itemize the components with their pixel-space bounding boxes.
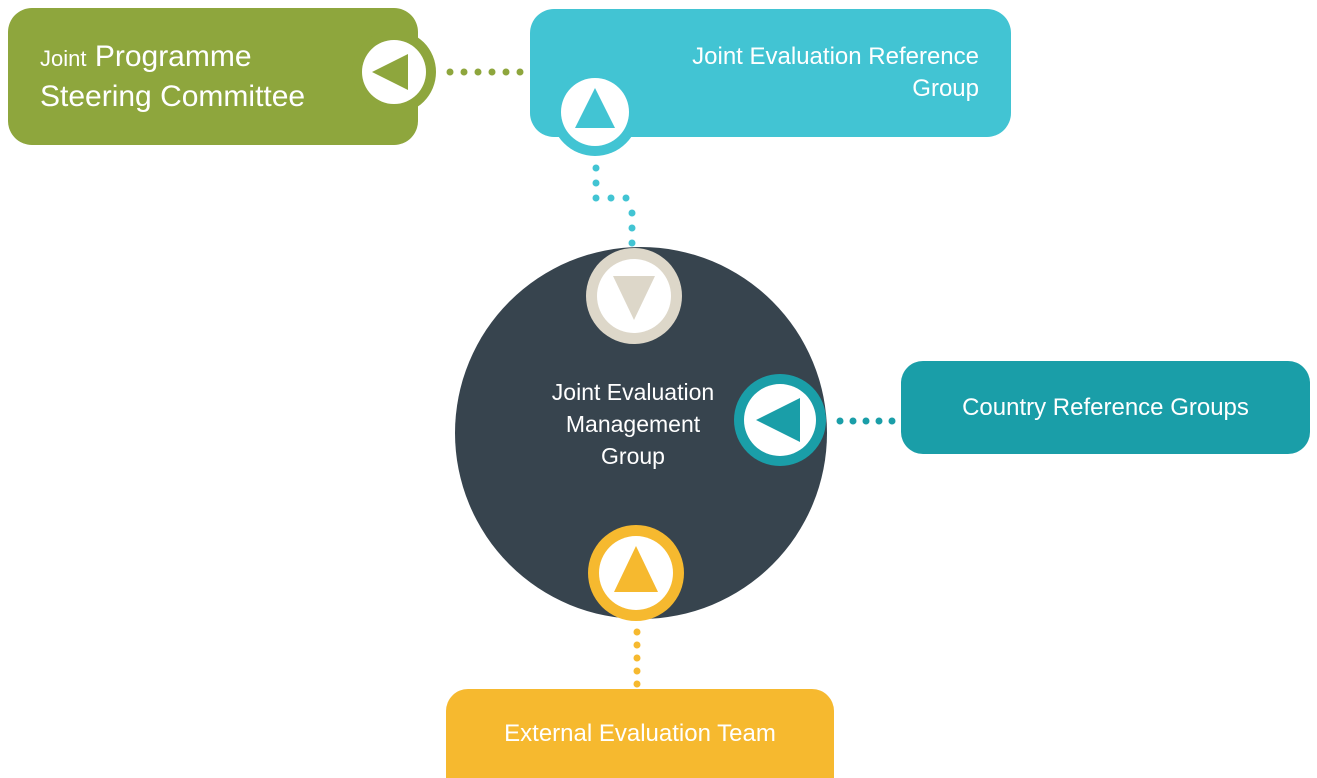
management-team-connector — [633, 628, 641, 688]
steering-committee-label: Joint Programme Steering Committee — [40, 38, 305, 116]
steering-triangle-left-icon — [352, 30, 436, 114]
external-evaluation-team-node: External Evaluation Team — [446, 689, 834, 778]
steering-committee-node: Joint Programme Steering Committee — [8, 8, 418, 145]
management-group-label-line1: Joint Evaluation — [551, 379, 715, 405]
management-triangle-down-icon — [586, 248, 682, 344]
management-group-label: Joint Evaluation Management Group — [513, 376, 753, 472]
country-triangle-left-icon — [734, 374, 826, 466]
reference-group-label-line2: Group — [912, 75, 979, 102]
steering-committee-label-line2: Steering Committee — [40, 79, 306, 113]
external-evaluation-team-label: External Evaluation Team — [504, 719, 776, 747]
management-group-label-line2: Management — [565, 411, 701, 437]
management-country-connector — [836, 417, 896, 425]
steering-committee-label-part2: Programme — [86, 39, 252, 73]
team-triangle-up-icon — [588, 525, 684, 621]
country-reference-groups-label: Country Reference Groups — [962, 393, 1249, 421]
reference-management-connector — [592, 164, 636, 247]
steering-reference-connector — [446, 68, 524, 76]
reference-group-label: Joint Evaluation Reference Group — [619, 41, 979, 105]
reference-group-label-line1: Joint Evaluation Reference — [692, 43, 979, 70]
reference-triangle-up-icon — [551, 68, 639, 156]
steering-committee-label-part1: Joint — [40, 45, 87, 71]
management-group-label-line3: Group — [601, 443, 665, 469]
country-reference-groups-node: Country Reference Groups — [901, 361, 1310, 454]
